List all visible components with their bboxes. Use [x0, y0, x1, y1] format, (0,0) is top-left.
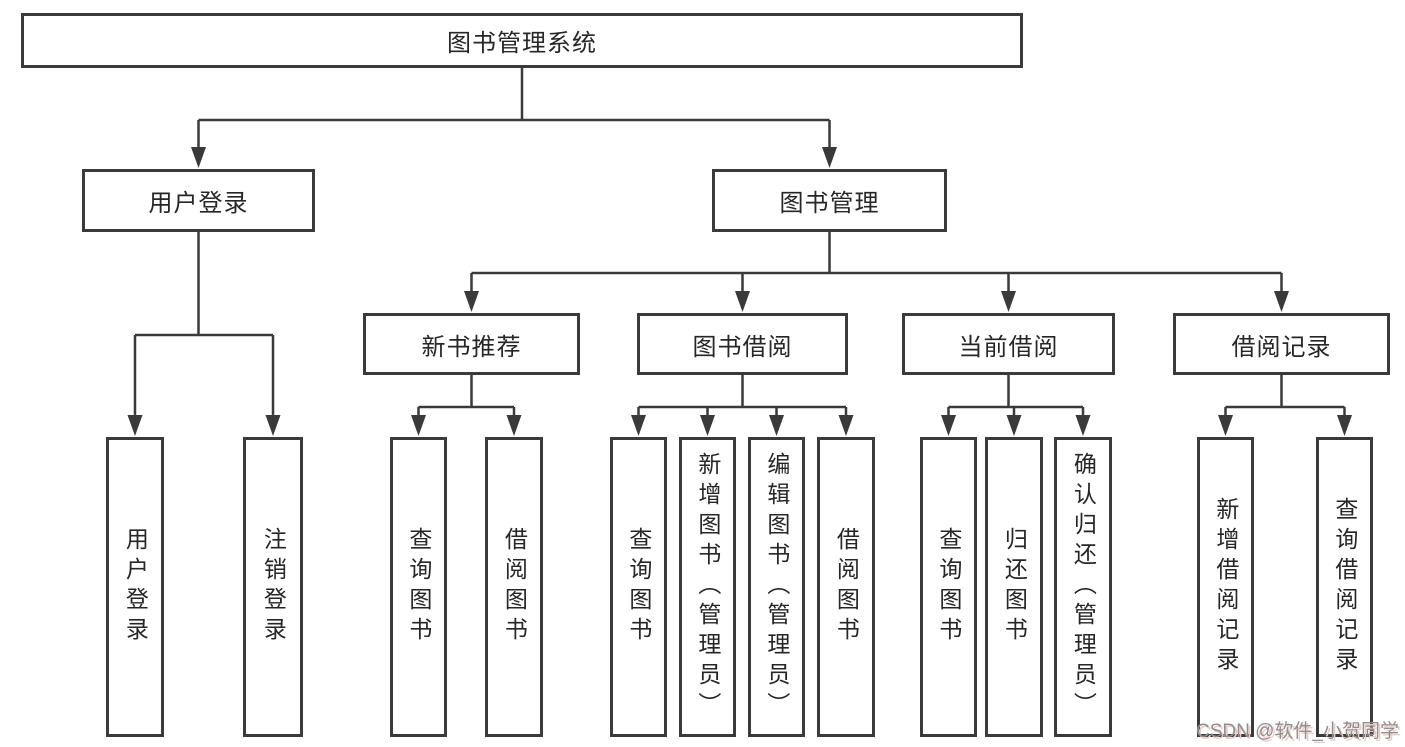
leaf-borrow-edit-book-admin: 编辑图书（管理员）: [748, 437, 805, 737]
node-library-system: 图书管理系统: [21, 13, 1023, 68]
node-label: 归还图书: [1001, 527, 1028, 647]
node-label: 新增借阅记录: [1212, 497, 1239, 677]
leaf-user-login: 用户登录: [106, 437, 164, 737]
node-label: 图书借阅: [692, 333, 793, 361]
node-label: 当前借阅: [958, 333, 1059, 361]
node-book-borrow: 图书借阅: [637, 313, 848, 375]
node-label: 查询图书: [625, 527, 652, 647]
node-label: 查询图书: [935, 527, 962, 647]
node-label: 查询图书: [405, 527, 432, 647]
node-label: 用户登录: [148, 190, 249, 217]
node-book-management: 图书管理: [712, 169, 947, 232]
node-borrow-record: 借阅记录: [1173, 313, 1390, 375]
node-label: 注销登录: [260, 527, 287, 647]
leaf-current-confirm-return-admin: 确认归还（管理员）: [1054, 437, 1112, 737]
node-label: 图书管理: [779, 190, 880, 217]
leaf-borrow-query-book: 查询图书: [610, 437, 667, 737]
leaf-borrow-borrow-book: 借阅图书: [817, 437, 875, 737]
node-label: 新增图书（管理员）: [694, 452, 721, 722]
leaf-record-add-borrow-record: 新增借阅记录: [1197, 437, 1254, 737]
node-current-borrow: 当前借阅: [902, 313, 1115, 375]
node-label: 借阅图书: [501, 527, 528, 647]
arrowhead-icons: [127, 147, 1352, 436]
csdn-watermark: CSDN @软件_小贺同学: [1196, 721, 1399, 742]
leaf-current-return-book: 归还图书: [985, 437, 1043, 737]
node-label: 确认归还（管理员）: [1070, 452, 1097, 722]
node-label: 新书推荐: [421, 333, 522, 361]
node-label: 用户登录: [122, 527, 149, 647]
leaf-recommend-query-book: 查询图书: [390, 437, 447, 737]
leaf-record-query-borrow-record: 查询借阅记录: [1316, 437, 1373, 737]
node-label: 查询借阅记录: [1331, 497, 1358, 677]
leaf-logout-login: 注销登录: [243, 437, 303, 737]
node-user-login: 用户登录: [82, 169, 315, 232]
leaf-recommend-borrow-book: 借阅图书: [485, 437, 543, 737]
node-label: 借阅记录: [1231, 333, 1332, 361]
node-label: 图书管理系统: [447, 30, 597, 57]
node-new-book-recommend: 新书推荐: [363, 313, 580, 375]
node-label: 借阅图书: [833, 527, 860, 647]
leaf-current-query-book: 查询图书: [920, 437, 977, 737]
node-label: 编辑图书（管理员）: [763, 452, 790, 722]
leaf-borrow-add-book-admin: 新增图书（管理员）: [679, 437, 736, 737]
